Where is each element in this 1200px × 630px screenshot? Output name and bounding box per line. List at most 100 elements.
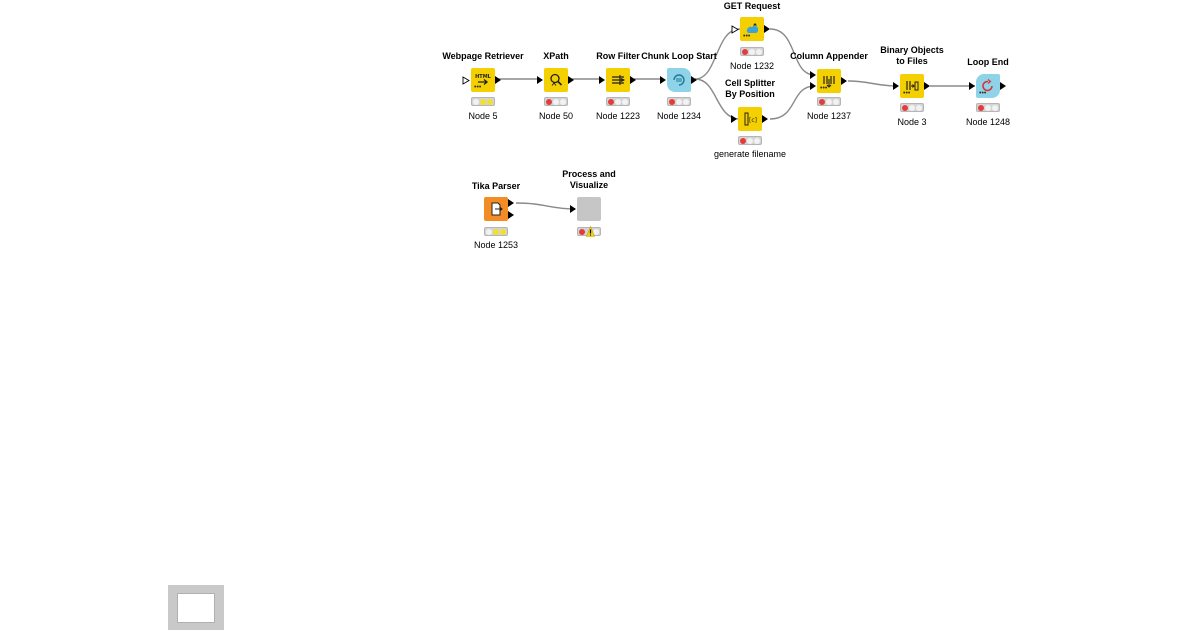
status-light xyxy=(819,98,826,105)
row-filter-icon xyxy=(612,75,626,85)
status-traffic-light xyxy=(817,97,841,106)
status-light xyxy=(746,137,753,144)
input-port[interactable] xyxy=(810,71,816,79)
input-port[interactable] xyxy=(969,82,975,90)
node-icon-box[interactable] xyxy=(660,68,697,92)
status-traffic-light xyxy=(484,227,508,236)
svg-text:HTML: HTML xyxy=(475,74,491,80)
status-light xyxy=(682,98,689,105)
node-label[interactable]: Node 1234 xyxy=(656,111,702,121)
node-label[interactable]: Node 50 xyxy=(538,111,574,121)
output-port[interactable] xyxy=(568,76,574,84)
node-label[interactable]: generate filename xyxy=(713,149,787,159)
status-traffic-light xyxy=(738,136,762,145)
node-icon-box[interactable]: ••• xyxy=(969,74,1006,98)
node-icon-box[interactable]: ••• xyxy=(810,69,847,93)
node-label[interactable]: Node 1253 xyxy=(473,240,519,250)
node-icon-box[interactable] xyxy=(599,68,636,92)
node-title: Loop End xyxy=(967,57,1009,67)
status-light xyxy=(552,98,559,105)
status-light xyxy=(753,137,760,144)
dots-icon: ••• xyxy=(820,85,828,92)
status-light xyxy=(755,48,762,55)
status-traffic-light xyxy=(900,103,924,112)
output-port[interactable] xyxy=(691,76,697,84)
input-port[interactable] xyxy=(731,115,737,123)
node-label[interactable]: Node 1248 xyxy=(965,117,1011,127)
status-traffic-light xyxy=(577,226,601,237)
status-light xyxy=(592,228,599,235)
input-port[interactable] xyxy=(810,82,816,90)
node-title: Column Appender xyxy=(790,51,868,61)
node-icon-box[interactable]: ••• xyxy=(893,74,930,98)
wire-appender-binary xyxy=(847,80,898,87)
html-arrow-icon: HTML xyxy=(475,74,491,85)
metanode-icon xyxy=(581,201,597,217)
wire-get-appender xyxy=(769,28,816,76)
status-traffic-light xyxy=(606,97,630,106)
node-label[interactable]: Node 5 xyxy=(468,111,498,121)
status-light xyxy=(492,228,499,235)
node-label[interactable]: Node 1237 xyxy=(806,111,852,121)
dots-icon: ••• xyxy=(979,90,987,97)
node-title: XPath xyxy=(543,51,569,61)
workflow-overview-minimap[interactable] xyxy=(168,585,224,630)
status-light xyxy=(499,228,506,235)
output-port[interactable] xyxy=(924,82,930,90)
output-port[interactable] xyxy=(764,25,770,33)
output-port[interactable] xyxy=(508,211,514,219)
status-traffic-light xyxy=(740,47,764,56)
status-light xyxy=(479,98,486,105)
node-icon-box[interactable] xyxy=(484,197,514,221)
output-port[interactable] xyxy=(841,77,847,85)
status-light xyxy=(546,98,553,105)
status-light xyxy=(669,98,676,105)
output-port[interactable] xyxy=(762,115,768,123)
column-appender-icon xyxy=(823,76,835,88)
status-light xyxy=(621,98,628,105)
status-light xyxy=(978,104,985,111)
node-icon-box[interactable]: [c] xyxy=(731,107,768,131)
cell-splitter-icon: [c] xyxy=(744,112,757,126)
node-icon-box[interactable]: HTML ••• xyxy=(462,68,501,92)
input-port[interactable] xyxy=(570,205,576,213)
node-title: Tika Parser xyxy=(471,181,521,191)
output-port[interactable] xyxy=(1000,82,1006,90)
status-light xyxy=(473,98,480,105)
output-port[interactable] xyxy=(508,199,514,207)
node-label[interactable]: Node 3 xyxy=(897,117,927,127)
flow-variable-port-icon[interactable] xyxy=(462,76,470,85)
status-light xyxy=(579,228,586,235)
status-light xyxy=(614,98,621,105)
input-port[interactable] xyxy=(599,76,605,84)
minimap-viewport[interactable] xyxy=(177,593,215,623)
node-title: Binary Objects to Files xyxy=(880,45,944,66)
status-light xyxy=(825,98,832,105)
node-title: Row Filter xyxy=(596,51,640,61)
node-label[interactable]: Node 1223 xyxy=(595,111,641,121)
node-icon-box[interactable]: ••• xyxy=(731,17,770,41)
output-port[interactable] xyxy=(630,76,636,84)
status-light xyxy=(608,98,615,105)
status-light xyxy=(991,104,998,111)
status-light xyxy=(908,104,915,111)
node-label[interactable]: Node 1232 xyxy=(729,61,775,71)
status-traffic-light xyxy=(544,97,568,106)
input-port[interactable] xyxy=(893,82,899,90)
node-title: Chunk Loop Start xyxy=(641,51,717,61)
loop-end-icon xyxy=(982,79,993,92)
input-port[interactable] xyxy=(660,76,666,84)
input-port[interactable] xyxy=(537,76,543,84)
node-icon-box[interactable] xyxy=(570,197,601,221)
node-title: Webpage Retriever xyxy=(442,51,524,61)
status-light xyxy=(984,104,991,111)
status-light xyxy=(742,48,749,55)
output-port[interactable] xyxy=(495,76,501,84)
xpath-magnifier-icon xyxy=(550,73,563,86)
node-icon-box[interactable] xyxy=(537,68,574,92)
status-traffic-light xyxy=(667,97,691,106)
status-traffic-light xyxy=(976,103,1000,112)
get-request-icon xyxy=(746,23,759,33)
flow-variable-port-icon[interactable] xyxy=(731,25,739,34)
